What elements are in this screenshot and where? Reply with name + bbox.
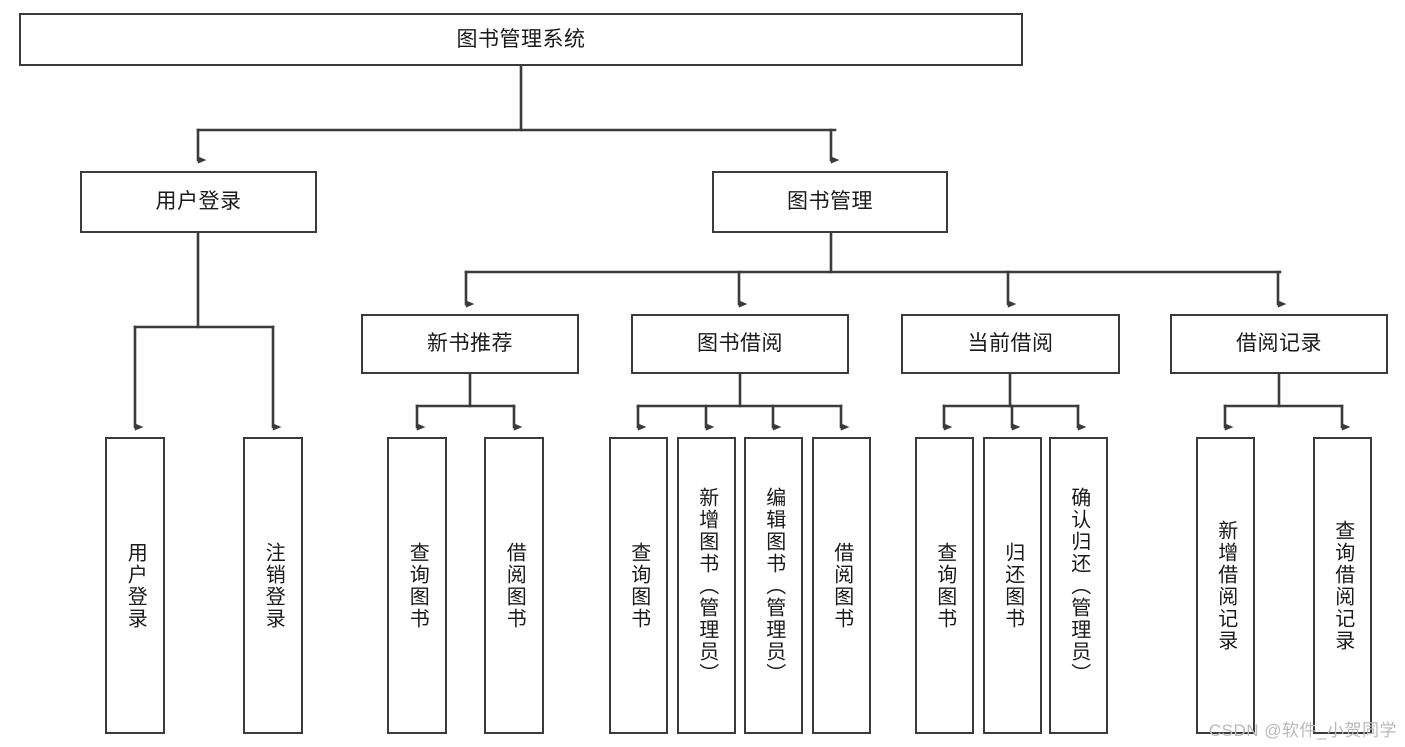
node-level3-borrow-record[interactable]: 借阅记录 — [1170, 314, 1388, 374]
node-level2-user-login-label: 用户登录 — [155, 190, 242, 214]
node-leaf-5[interactable]: 查询图书 — [609, 437, 668, 734]
csdn-watermark: CSDN @软件_小贺同学 — [1208, 721, 1397, 740]
node-level3-new-book-recommend-label: 新书推荐 — [427, 332, 513, 356]
node-level3-new-book-recommend[interactable]: 新书推荐 — [361, 314, 579, 374]
node-leaf-1-label: 用户登录 — [124, 541, 147, 630]
node-leaf-7[interactable]: 编辑图书（管理员） — [744, 437, 803, 734]
node-level2-user-login[interactable]: 用户登录 — [80, 171, 317, 233]
node-leaf-6-label: 新增图书（管理员） — [695, 486, 718, 685]
node-level2-book-management-label: 图书管理 — [787, 190, 873, 214]
node-leaf-11-label: 确认归还（管理员） — [1067, 486, 1090, 685]
node-leaf-2-label: 注销登录 — [262, 541, 285, 630]
node-leaf-3[interactable]: 查询图书 — [387, 437, 447, 734]
node-leaf-10-label: 归还图书 — [1001, 541, 1024, 630]
node-leaf-6[interactable]: 新增图书（管理员） — [677, 437, 736, 734]
node-leaf-10[interactable]: 归还图书 — [983, 437, 1042, 734]
node-leaf-11[interactable]: 确认归还（管理员） — [1049, 437, 1108, 734]
node-leaf-1[interactable]: 用户登录 — [105, 437, 165, 734]
node-leaf-8-label: 借阅图书 — [830, 541, 853, 630]
node-level3-borrow-record-label: 借阅记录 — [1236, 332, 1322, 356]
node-level2-book-management[interactable]: 图书管理 — [712, 171, 948, 233]
node-leaf-2[interactable]: 注销登录 — [243, 437, 303, 734]
node-leaf-3-label: 查询图书 — [406, 541, 429, 630]
node-leaf-4[interactable]: 借阅图书 — [484, 437, 544, 734]
node-leaf-9-label: 查询图书 — [933, 541, 956, 630]
node-level3-book-borrow[interactable]: 图书借阅 — [631, 314, 849, 374]
node-leaf-13-label: 查询借阅记录 — [1331, 519, 1354, 652]
node-leaf-4-label: 借阅图书 — [503, 541, 526, 630]
node-leaf-9[interactable]: 查询图书 — [915, 437, 974, 734]
node-level3-book-borrow-label: 图书借阅 — [697, 332, 783, 356]
node-leaf-5-label: 查询图书 — [627, 541, 650, 630]
node-leaf-12[interactable]: 新增借阅记录 — [1196, 437, 1255, 734]
node-level3-current-borrow-label: 当前借阅 — [967, 332, 1054, 356]
node-leaf-7-label: 编辑图书（管理员） — [762, 486, 785, 685]
node-level3-current-borrow[interactable]: 当前借阅 — [901, 314, 1120, 374]
node-root[interactable]: 图书管理系统 — [19, 13, 1023, 66]
node-root-label: 图书管理系统 — [456, 27, 586, 51]
node-leaf-8[interactable]: 借阅图书 — [812, 437, 871, 734]
node-leaf-12-label: 新增借阅记录 — [1214, 519, 1237, 652]
node-leaf-13[interactable]: 查询借阅记录 — [1313, 437, 1372, 734]
